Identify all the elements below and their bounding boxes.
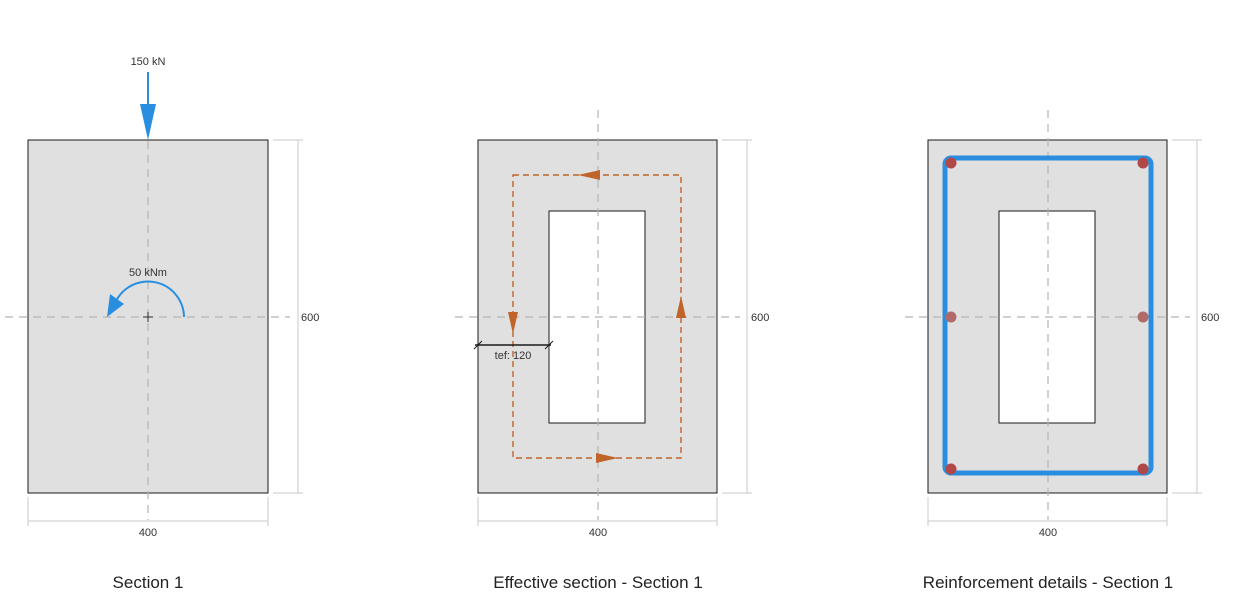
height-label: 600 xyxy=(751,312,769,324)
moment-label: 50 kNm xyxy=(129,267,167,279)
panel-caption: Effective section - Section 1 xyxy=(493,573,702,592)
rebar-icon xyxy=(945,157,1149,475)
width-label: 400 xyxy=(1039,527,1057,539)
width-dimension xyxy=(27,497,269,526)
width-label: 400 xyxy=(589,527,607,539)
bending-moment-arrow-icon xyxy=(107,280,185,318)
height-label: 600 xyxy=(301,312,319,324)
panel-effective-section: tef: 120 600 400 Effective section - Sec… xyxy=(455,110,769,592)
width-dimension xyxy=(477,497,718,526)
height-dimension xyxy=(273,139,303,494)
panel-caption: Section 1 xyxy=(113,573,184,592)
panel-caption: Reinforcement details - Section 1 xyxy=(923,573,1173,592)
panel-section-1: 150 kN 50 kNm 600 400 Section 1 xyxy=(5,56,319,592)
width-dimension xyxy=(927,497,1168,526)
axial-force-arrow-icon xyxy=(140,72,156,140)
thickness-dimension xyxy=(473,340,554,350)
shear-flow-arrow-icon xyxy=(508,170,686,463)
panel-reinforcement: 600 400 Reinforcement details - Section … xyxy=(905,110,1219,592)
height-dimension xyxy=(722,139,752,494)
thickness-label: tef: 120 xyxy=(495,350,532,362)
stirrup xyxy=(942,155,1154,476)
force-label: 150 kN xyxy=(131,56,166,68)
height-label: 600 xyxy=(1201,312,1219,324)
height-dimension xyxy=(1172,139,1202,494)
width-label: 400 xyxy=(139,527,157,539)
